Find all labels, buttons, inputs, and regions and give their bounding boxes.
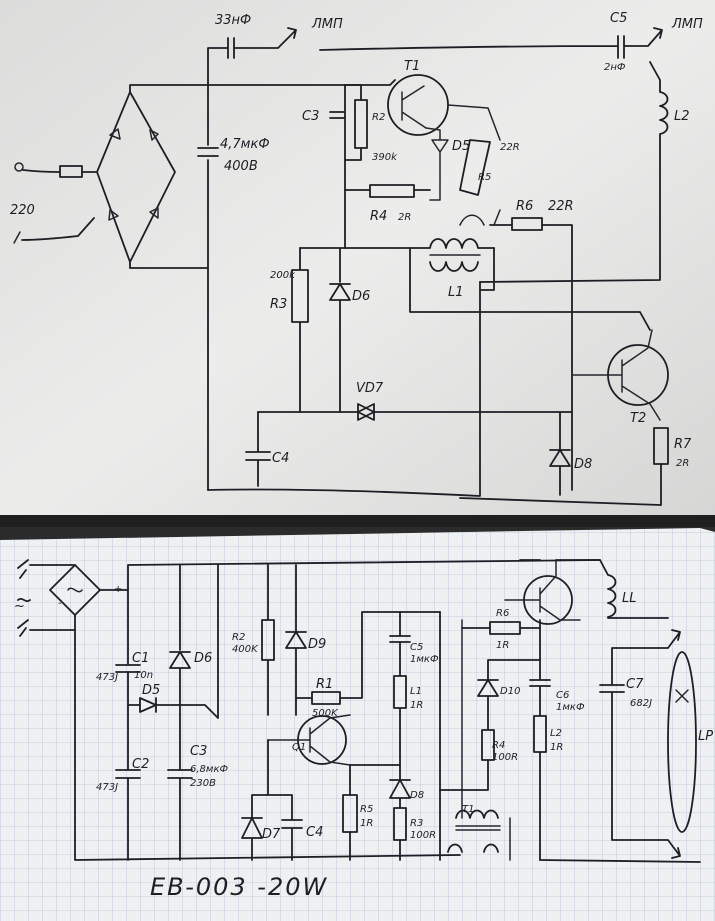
bulk-capacitor: 4,7мкФ 400В — [197, 119, 270, 491]
c3-label: C3 — [302, 109, 319, 124]
b-r2-value: 400K — [232, 644, 259, 655]
b-l2-value: 1R — [550, 742, 563, 753]
bulk-cap-voltage: 400В — [224, 159, 258, 174]
b-r3-label: R3 — [410, 818, 423, 829]
b-r1-label: R1 — [316, 677, 333, 692]
b-q1-label: Q1 — [292, 742, 306, 753]
r6-label: R6 — [516, 199, 533, 214]
b-d9-label: D9 — [308, 637, 326, 652]
b-c2-side: 473J — [96, 782, 118, 793]
b-c3-label: C3 — [190, 744, 207, 759]
bottom-sheet: ~ + - C1 10n 473J C2 473J D6 D5 C3 6,8мк… — [0, 528, 715, 921]
b-c6-value: 1мкФ — [556, 702, 585, 713]
r7-label: R7 — [674, 437, 692, 452]
photo-divider — [0, 515, 715, 527]
mains-input: 220 — [10, 162, 97, 244]
b-r1-value: 500K — [312, 708, 339, 719]
b-t1: T1 — [439, 611, 511, 861]
b-q1-network: R2 400K D9 R1 500K Q1 D7 C4 R5 1R — [232, 564, 441, 861]
top-paper — [0, 0, 715, 515]
b-d5-label: D5 — [142, 683, 160, 698]
lower-network: R3 200k D6 VD7 C4 D8 — [129, 247, 592, 497]
b-c6-label: C6 — [556, 690, 569, 701]
b-c4-label: C4 — [306, 825, 323, 840]
d6-label: D6 — [352, 289, 370, 304]
b-d10-c6: D10 R4 100R C6 1мкФ L2 1R — [439, 619, 585, 861]
b-c2-label: C2 — [132, 757, 149, 772]
r6-l2-t2: R6 22R L2 T2 R7 2R — [459, 61, 692, 506]
t2-label: T2 — [630, 411, 646, 426]
r4-value: 2R — [398, 212, 411, 223]
c5-label: C5 — [610, 11, 627, 26]
b-q2-area: R6 1R LL — [461, 559, 669, 651]
b-left-network: C1 10n 473J C2 473J D6 D5 C3 6,8мкФ 230В — [96, 564, 228, 861]
board-title: EB-003 -20W — [150, 873, 328, 901]
lamp-left-label: ЛМП — [311, 17, 343, 32]
b-r2-label: R2 — [232, 632, 245, 643]
b-c3-voltage: 230В — [190, 778, 216, 789]
b-d6-label: D6 — [194, 651, 212, 666]
lamp-right-label: ЛМП — [671, 17, 703, 32]
b-mains-bridge: ~ + - — [14, 559, 601, 861]
b-c7-value: 682J — [630, 698, 652, 709]
b-r6-value: 1R — [496, 640, 509, 651]
r6-value: 22R — [548, 199, 574, 214]
b-t1-label: T1 — [462, 804, 474, 815]
b-minus: - — [58, 598, 62, 609]
b-r5-label: R5 — [360, 804, 373, 815]
b-d8-label: D8 — [410, 790, 424, 801]
r5-label: R5 — [478, 172, 491, 183]
mains-label: 220 — [10, 203, 35, 218]
b-c1-side: 473J — [96, 672, 118, 683]
c5-value: 2нФ — [604, 62, 626, 73]
d5-label: D5 — [452, 139, 470, 154]
c4-label: C4 — [272, 451, 289, 466]
r5-value: 22R — [500, 142, 520, 153]
b-c5-column: C5 1мкФ L1 1R D8 R3 100R — [349, 611, 439, 861]
b-lamp: C7 682J LP — [539, 629, 713, 863]
b-r4-label: R4 — [492, 740, 505, 751]
r7-value: 2R — [676, 458, 689, 469]
b-l1-label: L1 — [410, 686, 422, 697]
vd7-label: VD7 — [356, 381, 384, 396]
r3-label: R3 — [270, 297, 287, 312]
b-d10-label: D10 — [500, 686, 520, 697]
l1-transformer: L1 — [344, 209, 651, 331]
r3-value: 200k — [270, 270, 296, 281]
b-d7-label: D7 — [262, 827, 281, 842]
b-ll-label: LL — [622, 591, 637, 606]
b-c5-value: 1мкФ — [410, 654, 439, 665]
b-c1-value: 10n — [134, 670, 153, 681]
b-l1-value: 1R — [410, 700, 423, 711]
b-l2-label: L2 — [550, 728, 562, 739]
b-mains-symbol: ~ — [14, 599, 25, 614]
t1-label: T1 — [404, 59, 420, 74]
bulk-cap-value: 4,7мкФ — [220, 137, 270, 152]
b-r3-value: 100R — [410, 830, 436, 841]
t1-network: C3 R2 390k T1 D5 R5 22R R4 2R — [207, 59, 520, 249]
top-lamp-caps: 33нФ ЛМП C5 2нФ ЛМП — [207, 11, 703, 86]
cap-in-label: 33нФ — [215, 13, 251, 28]
b-c1-label: C1 — [132, 651, 149, 666]
d8-label: D8 — [574, 457, 592, 472]
l1-label: L1 — [448, 285, 464, 300]
b-r5-value: 1R — [360, 818, 373, 829]
b-r4-value: 100R — [492, 752, 518, 763]
b-c3-value: 6,8мкФ — [190, 764, 228, 775]
b-lp-label: LP — [698, 729, 713, 744]
b-c5-label: C5 — [410, 642, 423, 653]
r2-label: R2 — [372, 112, 385, 123]
b-r6-label: R6 — [496, 608, 509, 619]
r2-value: 390k — [372, 152, 398, 163]
r4-label: R4 — [370, 209, 387, 224]
l2-label: L2 — [674, 109, 690, 124]
top-sheet: 220 4,7мкФ 400В 33нФ ЛМП C5 2нФ ЛМП — [0, 0, 715, 515]
b-c7-label: C7 — [626, 677, 644, 692]
